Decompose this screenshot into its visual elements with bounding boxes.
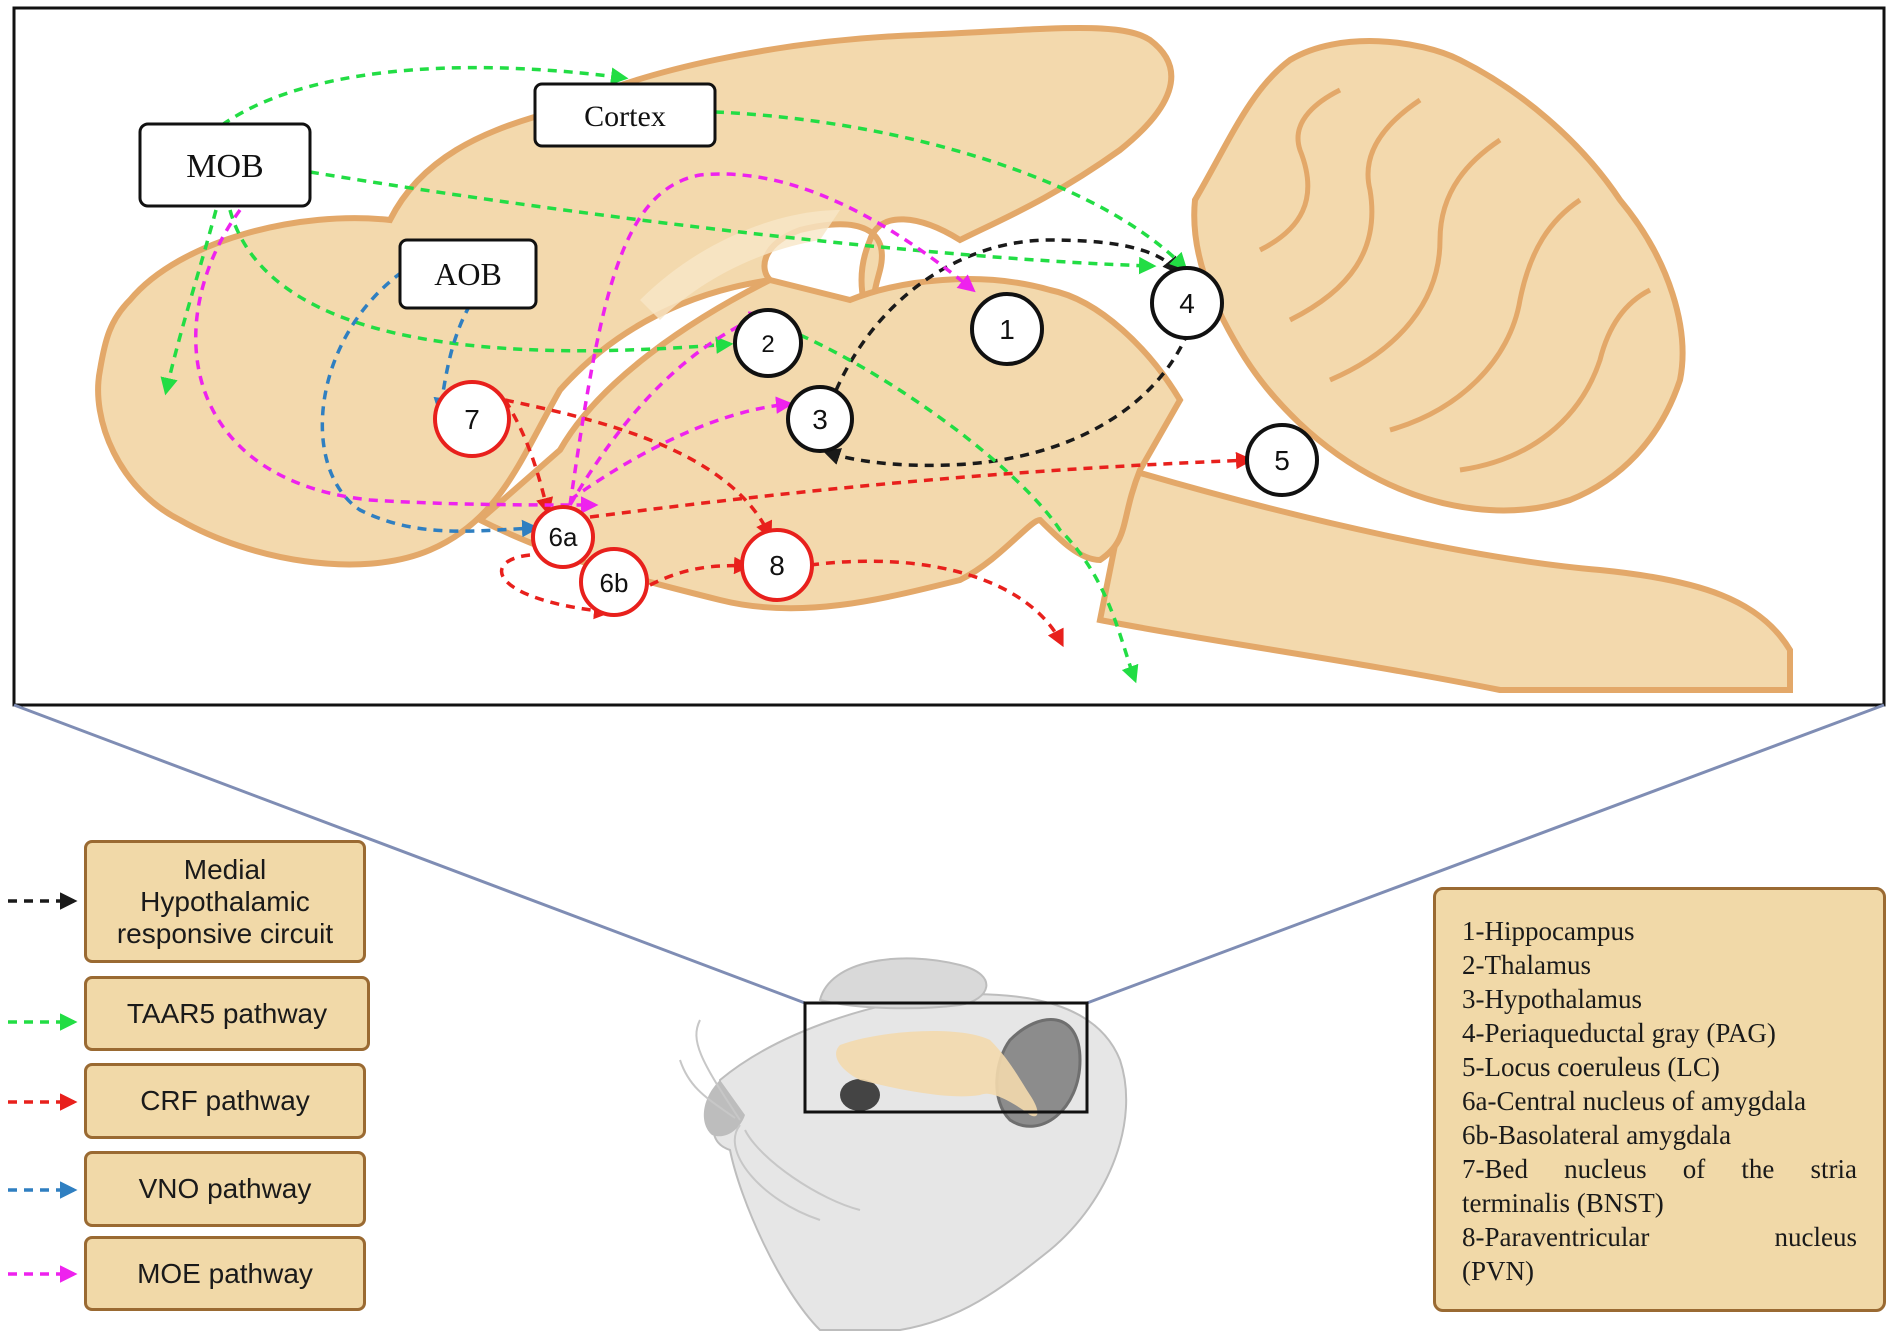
- brain-illustration: [95, 25, 1793, 693]
- node-1: 1: [970, 292, 1044, 366]
- key-line-7b: terminalis (BNST): [1462, 1188, 1664, 1218]
- key-line-8b: (PVN): [1462, 1256, 1534, 1286]
- node-6a: 6a: [531, 505, 595, 569]
- node-1-label: 1: [999, 314, 1015, 345]
- key-line-6a: 6a-Central nucleus of amygdala: [1462, 1086, 1807, 1116]
- key-line-4: 4-Periaqueductal gray (PAG): [1462, 1018, 1776, 1048]
- node-8: 8: [740, 528, 814, 602]
- node-5: 5: [1245, 423, 1319, 497]
- mob-label: MOB: [138, 122, 312, 208]
- legend-crf: CRF pathway: [84, 1063, 366, 1139]
- node-6b-label: 6b: [600, 568, 629, 598]
- mouse-illustration: [679, 957, 1128, 1331]
- region-key: 1-Hippocampus 2-Thalamus 3-Hypothalamus …: [1433, 887, 1886, 1312]
- mouse-nose-shape: [703, 1080, 745, 1137]
- node-3: 3: [786, 385, 854, 453]
- legend-vno: VNO pathway: [84, 1151, 366, 1227]
- aob-label: AOB: [398, 238, 538, 310]
- legend-vno-label: VNO pathway: [138, 1173, 312, 1204]
- node-6a-label: 6a: [549, 522, 578, 552]
- legend-taar5-label: TAAR5 pathway: [126, 997, 328, 1029]
- legend-moe-label: MOE pathway: [137, 1257, 313, 1289]
- legend-crf-label: CRF pathway: [140, 1085, 310, 1116]
- cortex-label: Cortex: [533, 82, 717, 148]
- key-line-5: 5-Locus coeruleus (LC): [1462, 1052, 1720, 1082]
- legend-arrows: [8, 892, 78, 1283]
- cerebellum-shape: [1191, 38, 1686, 514]
- node-5-label: 5: [1274, 445, 1290, 476]
- zoom-frame: [12, 6, 1886, 707]
- node-6b: 6b: [579, 547, 649, 617]
- taar5-arrows: [160, 65, 1188, 684]
- brainstem-shape: [1096, 466, 1793, 693]
- node-7: 7: [433, 380, 511, 458]
- mouse-whiskers: [679, 1019, 861, 1221]
- node-7-label: 7: [464, 404, 480, 435]
- cerebellar-folia: [1258, 87, 1652, 473]
- key-line-8a: 8-Paraventricular nucleus: [1462, 1222, 1857, 1252]
- node-2: 2: [733, 308, 803, 378]
- medial-hypothalamic-arrows: [822, 238, 1190, 468]
- mouse-brain-shape: [836, 1030, 1038, 1117]
- node-2-label: 2: [761, 331, 774, 358]
- key-line-2: 2-Thalamus: [1462, 950, 1591, 980]
- legend-moe: MOE pathway: [84, 1236, 366, 1311]
- mouse-ear-shape: [818, 957, 988, 1010]
- moe-arrows: [194, 172, 976, 514]
- node-4: 4: [1150, 266, 1224, 340]
- key-line-1: 1-Hippocampus: [1462, 916, 1635, 946]
- crf-arrows: [500, 398, 1254, 648]
- node-3-label: 3: [812, 404, 828, 435]
- legend-medial-hypothalamic: Medial Hypothalamic responsive circuit: [84, 840, 366, 963]
- cortex-text: Cortex: [584, 100, 666, 133]
- aob-text: AOB: [434, 256, 502, 292]
- node-4-label: 4: [1179, 288, 1195, 319]
- mouse-eye-shape: [840, 1079, 880, 1111]
- legend-taar5: TAAR5 pathway: [84, 976, 370, 1051]
- legend-medial-hypothalamic-label: Medial Hypothalamic responsive circuit: [116, 853, 334, 949]
- mouse-zoom-box: [803, 1001, 1089, 1114]
- node-8-label: 8: [769, 550, 785, 581]
- key-line-6b: 6b-Basolateral amygdala: [1462, 1120, 1732, 1150]
- key-line-7a: 7-Bed nucleus of the stria: [1462, 1154, 1857, 1184]
- zoom-lines: [13, 703, 1885, 1005]
- key-line-3: 3-Hypothalamus: [1462, 984, 1642, 1014]
- mob-text: MOB: [186, 148, 263, 185]
